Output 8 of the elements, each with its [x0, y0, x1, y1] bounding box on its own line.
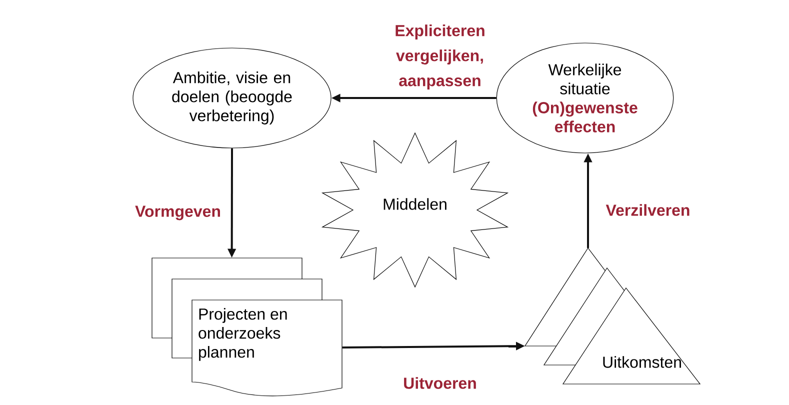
node-label: Uitkomsten [603, 356, 681, 368]
document-stack: Projecten en onderzoeks plannen [152, 258, 342, 396]
edge-label: Verzilveren [606, 204, 690, 216]
edge-label: Expliciteren vergelijken, aanpassen [396, 24, 484, 90]
ellipse-node: Ambitie, visie en doelen (beoogde verbetering) [132, 48, 332, 148]
ellipse-node: Werkelijke situatie (On)gewenste effecten [496, 42, 674, 154]
edge-label: Uitvoeren [404, 377, 476, 389]
edge-label: Vormgeven [135, 206, 220, 220]
